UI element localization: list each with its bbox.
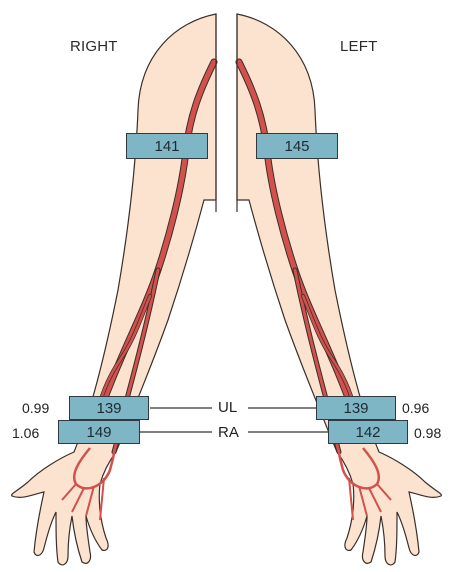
left-arm (237, 14, 441, 565)
right-side-label: RIGHT (70, 38, 118, 55)
left-ulnar-cuff: 139 (316, 396, 396, 420)
left-radial-index: 0.98 (414, 425, 441, 441)
right-ulnar-cuff: 139 (69, 396, 149, 420)
right-radial-index: 1.06 (12, 425, 39, 441)
right-arm-skin (12, 14, 216, 565)
left-side-label: LEFT (340, 38, 377, 55)
right-upper-arm-cuff: 141 (126, 133, 208, 159)
radial-label: RA (218, 424, 239, 441)
left-ulnar-index: 0.96 (402, 400, 429, 416)
right-ulnar-index: 0.99 (22, 400, 49, 416)
right-radial-cuff: 149 (58, 420, 140, 444)
left-radial-cuff: 142 (328, 420, 408, 444)
ulnar-label: UL (218, 399, 237, 416)
right-arm (12, 14, 216, 565)
left-upper-arm-cuff: 145 (256, 133, 338, 159)
left-arm-skin (237, 14, 441, 565)
